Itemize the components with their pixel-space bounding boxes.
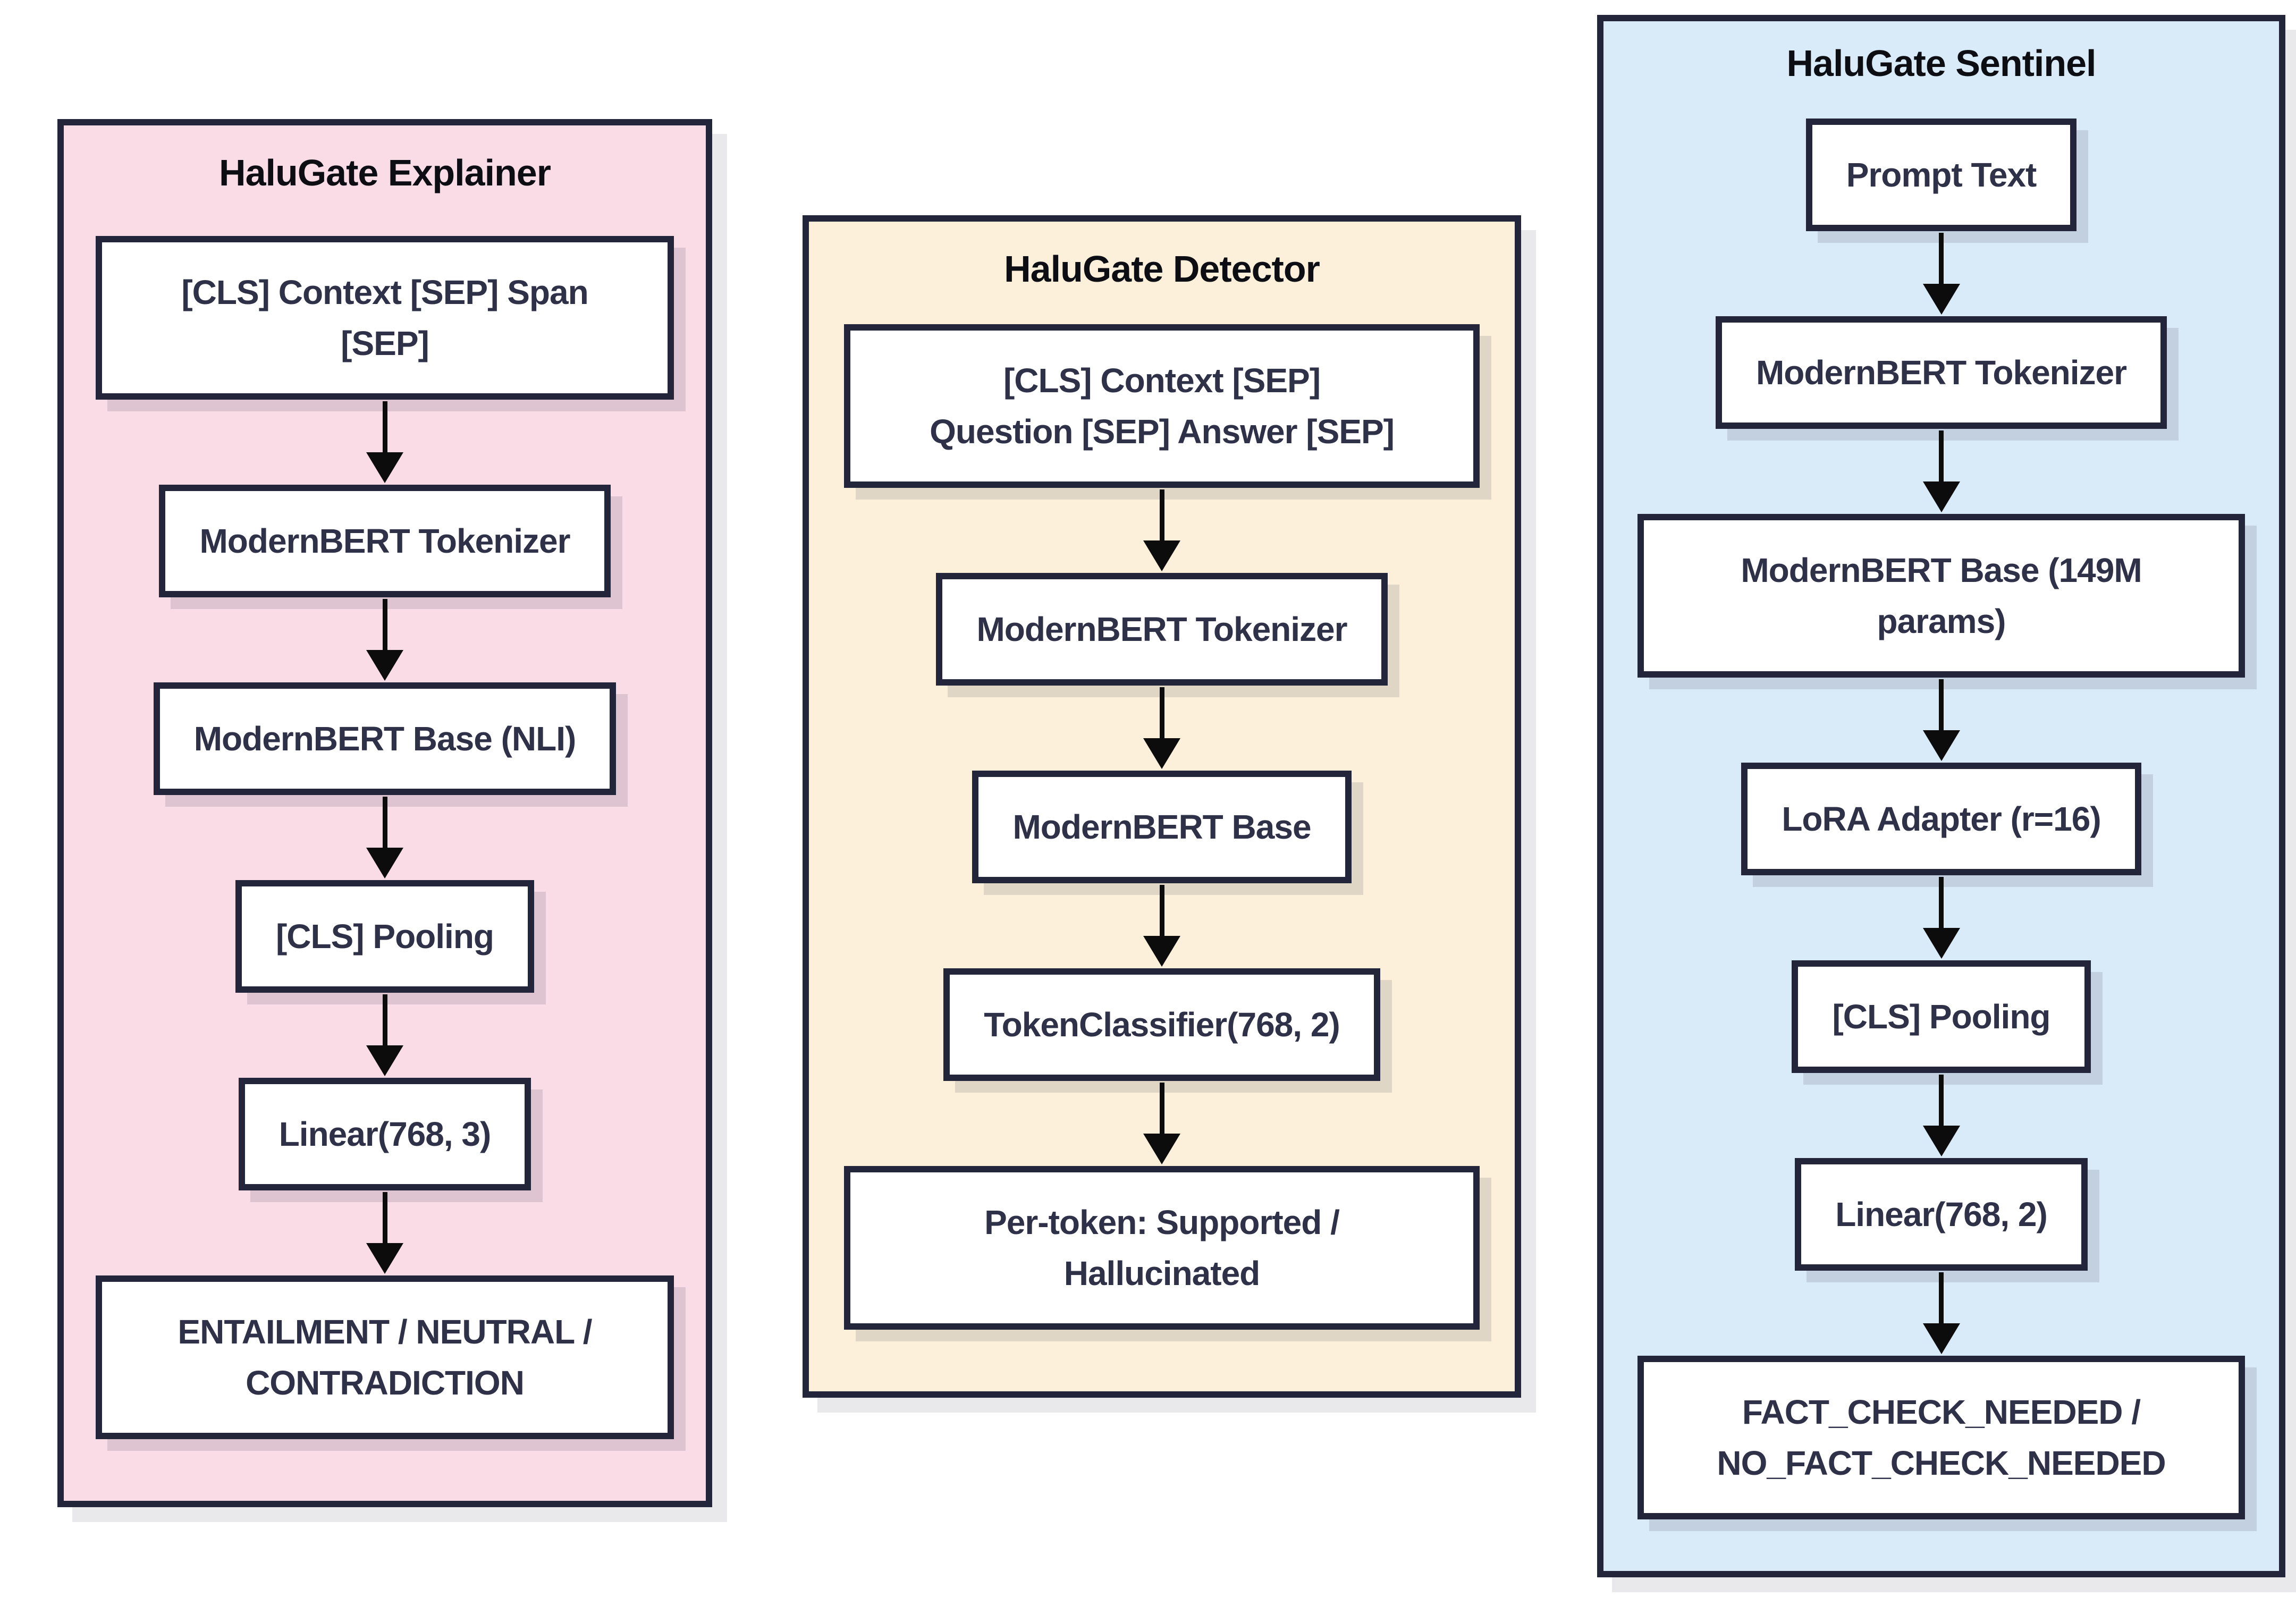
panel-title-detector: HaluGate Detector [1004, 248, 1320, 290]
node-cls-context-question-answer: [CLS] Context [SEP] Question [SEP] Answe… [844, 324, 1480, 488]
flow-arrow-icon [366, 795, 403, 880]
node-modernbert-tokenizer-detector: ModernBERT Tokenizer [936, 573, 1388, 686]
flow-arrow-icon [1922, 231, 1960, 316]
node-cls-pooling-sentinel: [CLS] Pooling [1792, 960, 2091, 1073]
node-prompt-text: Prompt Text [1805, 119, 2077, 231]
node-lora-adapter-r16: LoRA Adapter (r=16) [1741, 763, 2141, 875]
flow-arrow-icon [1922, 1073, 1960, 1158]
flow-arrow-icon [1922, 429, 1960, 514]
node-per-token-supported-hallucinated: Per-token: Supported / Hallucinated [844, 1166, 1480, 1330]
node-linear-768-3: Linear(768, 3) [238, 1078, 531, 1190]
node-modernbert-base-nli: ModernBERT Base (NLI) [153, 682, 617, 795]
flow-arrow-icon [366, 993, 403, 1078]
node-modernbert-base-detector: ModernBERT Base [972, 771, 1352, 883]
panel-title-explainer: HaluGate Explainer [219, 152, 551, 193]
node-modernbert-tokenizer-sentinel: ModernBERT Tokenizer [1715, 316, 2167, 429]
node-modernbert-tokenizer-explainer: ModernBERT Tokenizer [159, 485, 611, 597]
flow-arrow-icon [1143, 686, 1180, 771]
flow-arrow-icon [366, 400, 403, 485]
flow-arrow-icon [1922, 1271, 1960, 1356]
flow-arrow-icon [366, 597, 403, 682]
panel-halugate-sentinel: HaluGate Sentinel Prompt Text ModernBERT… [1597, 15, 2285, 1577]
flow-arrow-icon [1922, 678, 1960, 763]
flow-arrow-icon [1922, 875, 1960, 960]
flow-arrow-icon [1143, 883, 1180, 968]
flow-arrow-icon [366, 1190, 403, 1275]
node-cls-pooling-explainer: [CLS] Pooling [235, 880, 535, 993]
node-entailment-neutral-contradiction: ENTAILMENT / NEUTRAL / CONTRADICTION [96, 1275, 674, 1439]
panel-halugate-explainer: HaluGate Explainer [CLS] Context [SEP] S… [57, 119, 712, 1507]
flow-arrow-icon [1143, 1081, 1180, 1166]
flow-arrow-icon [1143, 488, 1180, 573]
node-tokenclassifier-768-2: TokenClassifier(768, 2) [943, 968, 1380, 1081]
node-linear-768-2: Linear(768, 2) [1795, 1158, 2088, 1271]
panel-title-sentinel: HaluGate Sentinel [1786, 43, 2096, 84]
node-modernbert-base-149m: ModernBERT Base (149M params) [1637, 514, 2246, 678]
node-fact-check-needed: FACT_CHECK_NEEDED / NO_FACT_CHECK_NEEDED [1637, 1356, 2246, 1519]
node-cls-context-sep-span: [CLS] Context [SEP] Span [SEP] [96, 236, 674, 400]
panel-halugate-detector: HaluGate Detector [CLS] Context [SEP] Qu… [803, 215, 1521, 1398]
